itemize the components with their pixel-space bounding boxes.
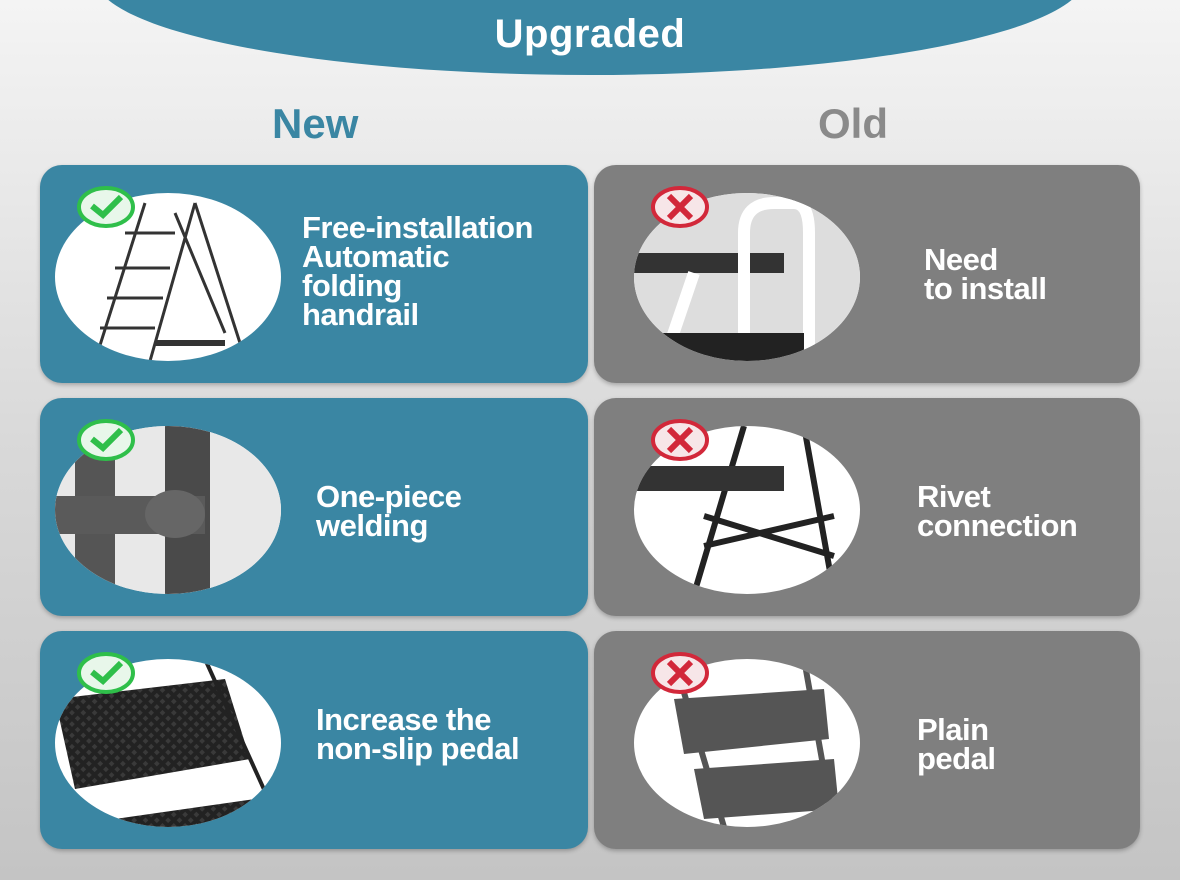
feature-line: Rivet [917, 479, 991, 514]
feature-line: Free-installation [302, 210, 533, 245]
check-icon [77, 652, 135, 694]
column-heading-old: Old [818, 100, 888, 147]
feature-line: Need [924, 242, 998, 277]
non-slip-pedal-photo [55, 659, 281, 827]
cross-icon [651, 419, 709, 461]
check-icon [77, 186, 135, 228]
feature-line: connection [917, 508, 1078, 543]
check-icon [77, 419, 135, 461]
feature-line: welding [316, 508, 428, 543]
cross-icon [651, 186, 709, 228]
feature-line: folding [302, 268, 402, 303]
feature-line: pedal [917, 741, 996, 776]
feature-line: One-piece [316, 479, 462, 514]
column-heading-new: New [272, 100, 359, 147]
cross-icon [651, 652, 709, 694]
feature-line: to install [924, 271, 1047, 306]
feature-line: non-slip pedal [316, 731, 520, 766]
feature-line: Automatic [302, 239, 450, 274]
plain-pedal-photo [634, 659, 860, 827]
feature-line: handrail [302, 297, 419, 332]
welded-joint-photo [55, 426, 281, 594]
feature-line: Plain [917, 712, 989, 747]
header-title: Upgraded [494, 12, 686, 56]
feature-line: Increase the [316, 702, 491, 737]
